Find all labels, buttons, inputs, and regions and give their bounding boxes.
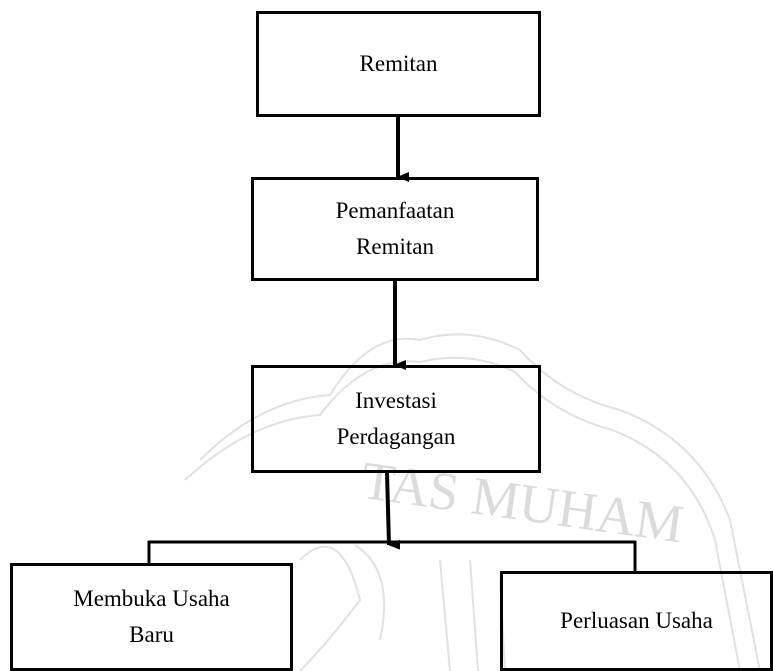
node-perluasan-usaha: Perluasan Usaha <box>500 571 773 671</box>
node-pemanfaatan-remitan: Pemanfaatan Remitan <box>251 177 539 281</box>
node-membuka-usaha-baru: Membuka Usaha Baru <box>10 563 293 671</box>
node-investasi-perdagangan: Investasi Perdagangan <box>251 365 541 473</box>
arrow-investasi-to-branch <box>385 472 401 550</box>
node-remitan: Remitan <box>256 11 541 117</box>
node-pemanfaatan-remitan-label: Pemanfaatan Remitan <box>335 198 455 259</box>
node-perluasan-usaha-label: Perluasan Usaha <box>560 608 713 633</box>
node-investasi-perdagangan-label: Investasi Perdagangan <box>336 388 456 449</box>
node-remitan-label: Remitan <box>359 51 438 76</box>
node-membuka-usaha-baru-label: Membuka Usaha Baru <box>73 586 230 647</box>
